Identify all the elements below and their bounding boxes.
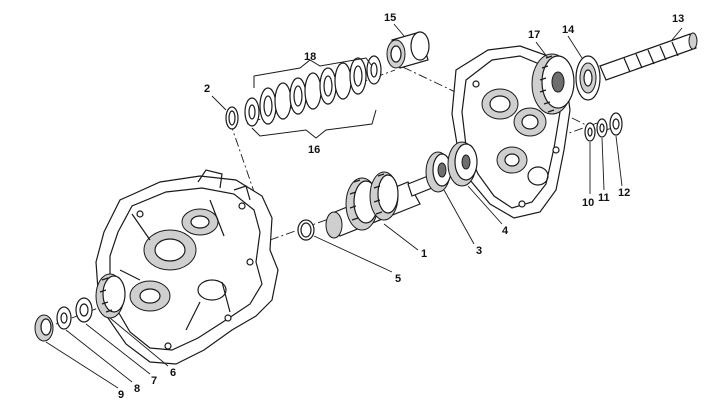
main-gearbox-housing	[95, 169, 279, 365]
bearing-15	[386, 31, 430, 69]
main-shaft-13	[599, 32, 698, 81]
label-10: 10	[582, 197, 594, 209]
label-8: 8	[134, 383, 140, 395]
gear-6	[95, 273, 126, 319]
label-5: 5	[395, 273, 401, 285]
gear-4	[447, 141, 478, 187]
label-3: 3	[476, 245, 482, 257]
o-ring-5	[297, 219, 315, 241]
washer-8	[56, 306, 72, 330]
brace-16	[251, 109, 377, 139]
label-17: 17	[528, 29, 540, 41]
circlip-2	[225, 106, 239, 130]
label-7: 7	[151, 375, 157, 387]
bearing-14	[575, 55, 601, 101]
label-9: 9	[118, 389, 124, 401]
gear-17	[531, 53, 575, 115]
label-2: 2	[204, 83, 210, 95]
label-12: 12	[618, 187, 630, 199]
label-18: 18	[304, 51, 316, 63]
label-4: 4	[502, 225, 509, 237]
spring-pack	[244, 55, 382, 127]
label-13: 13	[672, 13, 684, 25]
label-6: 6	[170, 367, 176, 379]
leader-lines	[45, 23, 683, 389]
washer-7	[75, 297, 93, 323]
label-15: 15	[384, 12, 396, 24]
cluster-shaft-1	[325, 171, 433, 239]
label-14: 14	[562, 24, 575, 36]
label-16: 16	[308, 144, 320, 156]
label-11: 11	[598, 192, 610, 204]
gear-3	[425, 151, 452, 193]
label-1: 1	[421, 248, 427, 260]
washers-10-11-12	[584, 112, 623, 142]
brace-18	[253, 57, 373, 88]
nut-9	[34, 314, 54, 342]
callout-labels: 1 2 3 4 5 6 7 8 9 10 11 12 13 14 15 16 1…	[118, 12, 684, 401]
